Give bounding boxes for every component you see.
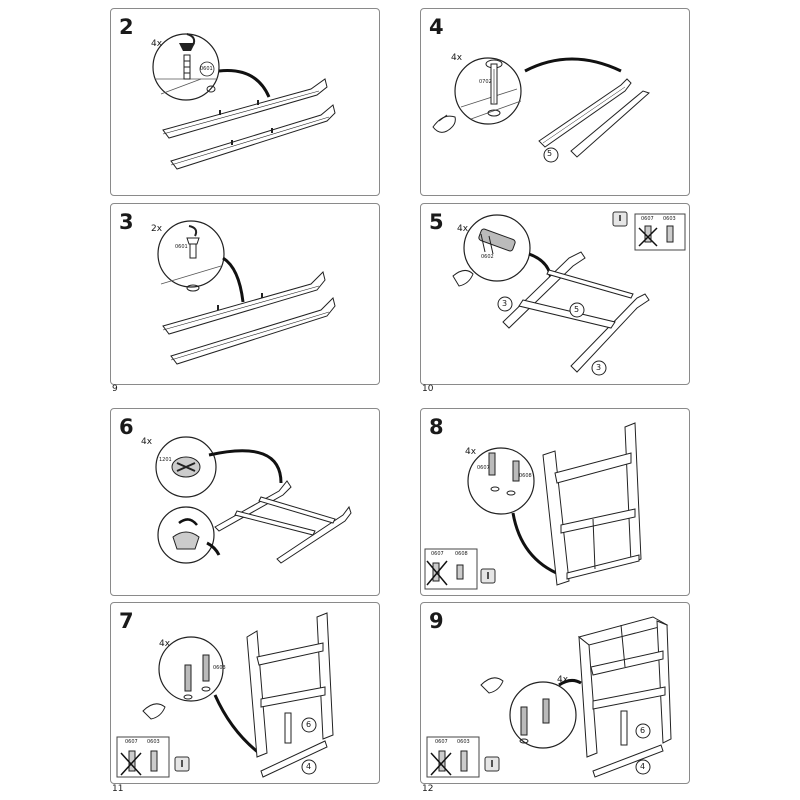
- step-number: 6: [119, 415, 134, 439]
- page-number: 10: [422, 384, 434, 394]
- step-6-panel: 6 4x 1201: [110, 408, 380, 596]
- quantity-label: 4x: [451, 53, 463, 63]
- step-2-panel: 2 4x 0601: [110, 8, 380, 196]
- part-ref: 4: [306, 762, 312, 771]
- step-5-panel: 5 4x 0602 0607 0603 3 5 3: [420, 203, 690, 385]
- step-8-panel: 8 4x 0607 0608 0607 0608: [420, 408, 690, 596]
- step-7-panel: 7 4x 0603 6 4 0607 0603: [110, 602, 380, 784]
- quantity-label: 4x: [151, 39, 163, 49]
- part-ref: 5: [574, 305, 580, 314]
- step-number: 4: [429, 15, 444, 39]
- step-9-panel: 9 4x 6 4 0607 0603: [420, 602, 690, 784]
- part-ref: 6: [306, 720, 312, 729]
- part-ref: 6: [640, 726, 646, 735]
- part-code: 0608: [519, 473, 532, 479]
- step-number: 5: [429, 210, 444, 234]
- step-5-illustration: [452, 211, 686, 376]
- legend-part-code: 0603: [663, 216, 676, 222]
- legend-part-code: 0607: [431, 551, 444, 557]
- step-number: 2: [119, 15, 134, 39]
- part-ref: 3: [502, 299, 508, 308]
- step-4-illustration: [432, 57, 650, 163]
- legend-part-code: 0603: [457, 739, 470, 745]
- quantity-label: 4x: [159, 639, 171, 649]
- legend-part-code: 0603: [147, 739, 160, 745]
- part-code: 0602: [481, 254, 494, 260]
- page-number: 11: [112, 784, 124, 794]
- quantity-label: 4x: [557, 675, 569, 685]
- page-number: 12: [422, 784, 434, 794]
- step-7-illustration: [116, 612, 334, 778]
- step-3-illustration: [157, 220, 336, 365]
- quantity-label: 4x: [465, 447, 477, 457]
- step-number: 9: [429, 609, 444, 633]
- quantity-label: 4x: [457, 224, 469, 234]
- step-8-illustration: [424, 422, 642, 590]
- part-code: 0603: [213, 665, 226, 671]
- part-code: 0607: [477, 465, 490, 471]
- part-code: 1201: [159, 457, 172, 463]
- legend-part-code: 0607: [125, 739, 138, 745]
- part-ref: 3: [596, 363, 602, 372]
- quantity-label: 2x: [151, 224, 163, 234]
- step-3-panel: 3 2x 0601: [110, 203, 380, 385]
- step-4-panel: 4 4x 0702 5: [420, 8, 690, 196]
- legend-part-code: 0607: [435, 739, 448, 745]
- step-2-illustration: [152, 33, 336, 170]
- legend-part-code: 0608: [455, 551, 468, 557]
- page-number: 9: [112, 384, 118, 394]
- part-code: 0601: [175, 244, 188, 250]
- step-number: 7: [119, 609, 134, 633]
- quantity-label: 4x: [141, 437, 153, 447]
- part-code: 0601: [200, 66, 213, 72]
- step-number: 8: [429, 415, 444, 439]
- step-9-illustration: [426, 616, 672, 778]
- step-6-illustration: [155, 436, 352, 564]
- legend-part-code: 0607: [641, 216, 654, 222]
- step-number: 3: [119, 210, 134, 234]
- part-ref: 4: [640, 762, 646, 771]
- part-code: 0702: [479, 79, 492, 85]
- part-ref: 5: [547, 149, 553, 158]
